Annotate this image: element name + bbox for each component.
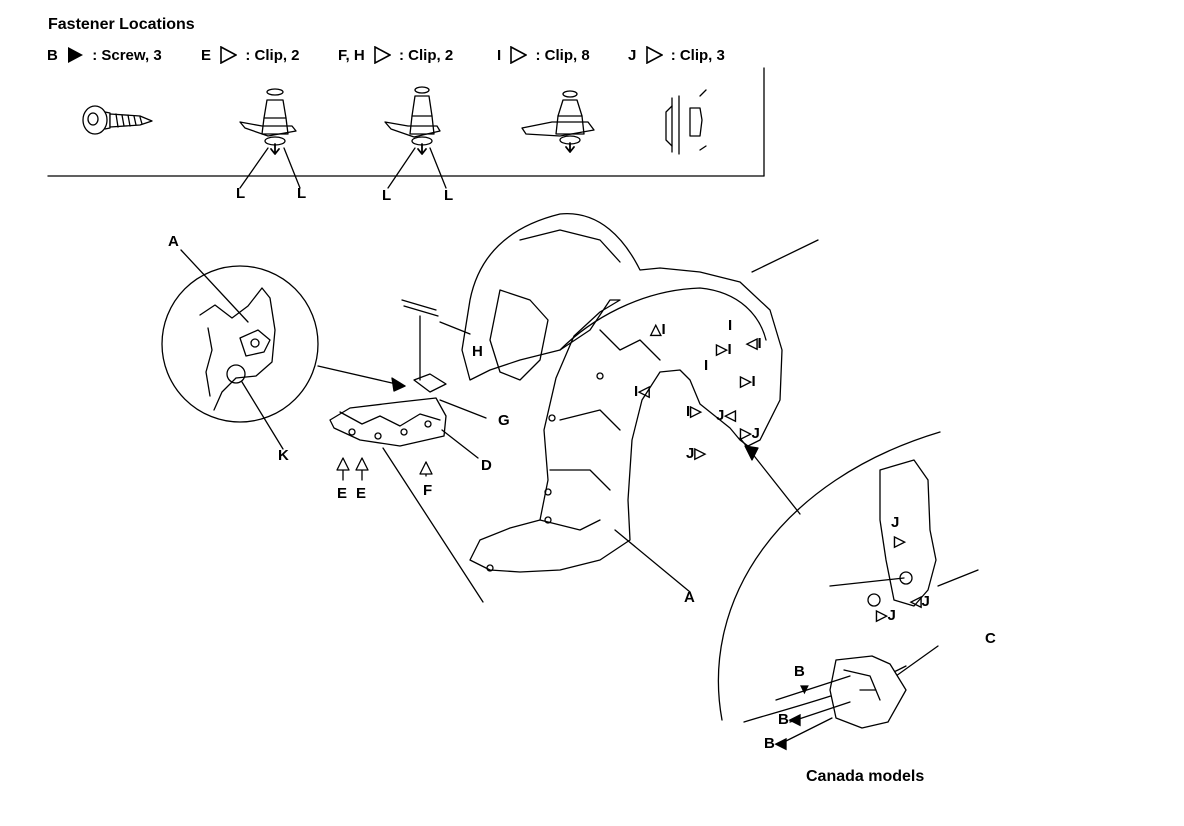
marker-i: △I [650,322,666,337]
outline-triangle-icon: ▷ [716,341,728,358]
outline-triangle-icon: ▷ [876,607,888,624]
legend-desc: : Clip, 2 [399,46,454,64]
outline-triangle-icon: ▷ [740,425,752,442]
label-i: I [751,373,756,390]
legend-item-clip-e: E : Clip, 2 [201,46,300,66]
legend-key: J [628,46,637,64]
filled-triangle-icon: ▼ [797,681,812,698]
outline-triangle-icon: ▷ [694,445,706,462]
legend-key: B [47,46,58,64]
label-j: J [921,593,930,610]
outline-triangle-icon: ▷ [894,533,906,550]
label-j: J [751,425,760,442]
marker-i: ◁I [746,336,762,351]
detail-circle-a-k [161,249,406,450]
outline-triangle-icon [510,46,528,64]
label-d: D [481,457,492,474]
label-l: L [236,185,246,202]
marker-j: J◁ [716,408,736,423]
legend-key: E [201,46,212,64]
legend-desc: : Clip, 3 [670,46,725,64]
diagram-title: Fastener Locations [48,16,195,33]
marker-i: I◁ [634,384,650,399]
marker-b: B◀ [778,712,800,727]
marker-b: B [794,664,805,679]
label-b: B [778,711,789,728]
outline-triangle-icon: ◁ [746,335,758,352]
label-i: I [661,321,666,338]
legend-item-clip-i: I : Clip, 8 [497,46,590,66]
legend-desc: : Screw, 3 [92,46,162,64]
legend-desc: : Clip, 8 [535,46,590,64]
outline-triangle-icon: ▷ [740,373,752,390]
label-b: B [794,663,805,680]
canada-detail-arc [717,431,979,743]
legend-frame [47,67,765,177]
label-b: B [764,735,775,752]
filled-triangle-icon [68,47,84,63]
marker-i: I▷ [686,404,702,419]
legend-desc: : Clip, 2 [245,46,300,64]
label-i: I [634,383,639,400]
outline-triangle-icon: △ [650,321,662,338]
label-j: J [716,407,725,424]
marker-j: ◁J [910,594,930,609]
canada-models-caption: Canada models [806,768,925,785]
label-k: K [278,447,289,464]
legend-item-clip-j: J : Clip, 3 [628,46,725,66]
outline-triangle-icon: ◁ [638,383,650,400]
clip-fh-icon [384,86,447,189]
label-j: J [891,514,900,531]
label-j: J [686,445,695,462]
label-e: E [356,485,367,502]
outline-triangle-icon [374,46,391,64]
outline-triangle-icon [645,46,663,64]
filled-triangle-icon: ◀ [774,735,787,752]
label-j: J [887,607,896,624]
marker-j: J [891,515,899,530]
label-f: F [423,482,433,499]
label-i: I [686,403,691,420]
label-i: I [728,317,733,334]
fender-liner-part [461,213,819,593]
label-a: A [684,589,695,606]
clip-j-icon [665,89,707,155]
label-i: I [727,341,732,358]
outline-triangle-icon: ◁ [724,407,736,424]
label-a: A [168,233,179,250]
label-l: L [382,187,392,204]
label-i: I [704,357,709,374]
label-l: L [444,187,454,204]
marker-j: J▷ [686,446,706,461]
legend-item-clip-fh: F, H : Clip, 2 [338,46,453,66]
marker-b: B◀ [764,736,786,751]
legend-item-screw-b: B : Screw, 3 [47,46,162,66]
marker-j: ▷ [894,534,906,549]
marker-i: ▷I [740,374,756,389]
label-g: G [498,412,510,429]
screw-icon [82,105,153,135]
marker-j: ▷J [876,608,896,623]
clip-e-icon [239,88,301,189]
marker-i: I [704,358,708,373]
marker-i: ▷I [716,342,732,357]
label-c: C [985,630,996,647]
legend-key: I [497,46,502,64]
label-l: L [297,185,307,202]
label-e: E [337,485,348,502]
outline-triangle-icon: ▷ [690,403,702,420]
marker-i: I [728,318,732,333]
marker-b: ▼ [797,682,812,697]
label-h: H [472,343,483,360]
outline-triangle-icon: ◁ [910,593,922,610]
outline-triangle-icon [220,46,238,64]
filled-triangle-icon: ◀ [788,711,801,728]
marker-j: ▷J [740,426,760,441]
splash-guard-part [329,299,487,603]
label-i: I [757,335,762,352]
legend-key: F, H [338,46,365,64]
clip-i-icon [521,90,595,153]
